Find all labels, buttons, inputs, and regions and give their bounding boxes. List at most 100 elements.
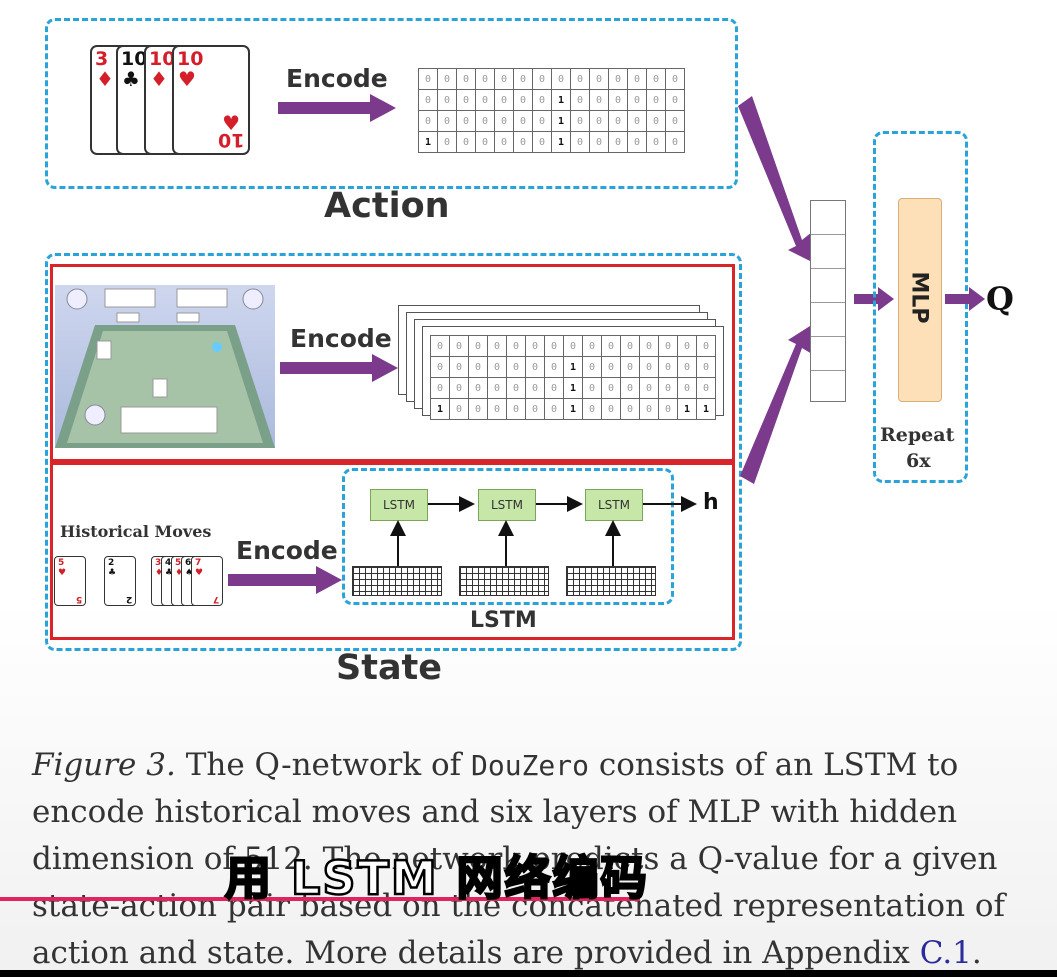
move-encoding	[352, 566, 442, 596]
matrix-cell: 0	[665, 89, 685, 111]
matrix-cell: 0	[532, 68, 552, 90]
card-rank: 10	[217, 129, 244, 151]
matrix-cell: 0	[677, 377, 697, 399]
card-rank: 10	[121, 48, 148, 70]
card-rank: 10	[149, 48, 176, 70]
action-card: 10♥♥10	[172, 45, 250, 155]
matrix-cell: 0	[544, 377, 564, 399]
matrix-cell: 0	[456, 110, 476, 132]
matrix-cell: 0	[449, 335, 469, 357]
matrix-cell: 0	[696, 356, 716, 378]
matrix-cell: 0	[456, 131, 476, 153]
matrix-cell: 0	[468, 335, 488, 357]
matrix-cell: 0	[513, 110, 533, 132]
matrix-cell: 0	[430, 356, 450, 378]
matrix-cell: 0	[475, 89, 495, 111]
card-rank: 10	[177, 48, 204, 70]
matrix-cell: 0	[487, 335, 507, 357]
matrix-cell: 0	[608, 89, 628, 111]
lstm-label: LSTM	[470, 608, 537, 633]
game-table-image	[55, 288, 275, 448]
matrix-cell: 0	[589, 89, 609, 111]
matrix-cell: 1	[430, 398, 450, 420]
matrix-cell: 0	[658, 356, 678, 378]
matrix-cell: 0	[456, 89, 476, 111]
history-encode-arrow	[228, 566, 342, 594]
matrix-cell: 0	[601, 377, 621, 399]
matrix-cell: 0	[475, 131, 495, 153]
matrix-cell: 0	[696, 335, 716, 357]
matrix-cell: 0	[468, 356, 488, 378]
matrix-cell: 0	[620, 356, 640, 378]
matrix-cell: 0	[658, 377, 678, 399]
matrix-cell: 0	[658, 398, 678, 420]
history-encode-label: Encode	[236, 536, 338, 565]
matrix-cell: 0	[582, 356, 602, 378]
matrix-cell: 1	[677, 398, 697, 420]
matrix-cell: 0	[430, 335, 450, 357]
video-subtitle: 用 LSTM 网络编码	[224, 850, 649, 907]
card-suit-icon: ♦	[150, 67, 168, 91]
matrix-cell: 0	[665, 110, 685, 132]
caption-end: .	[971, 935, 982, 971]
matrix-cell: 0	[601, 356, 621, 378]
history-card: 7♥7	[191, 556, 223, 606]
state-encode-arrow	[280, 354, 398, 382]
matrix-cell: 0	[646, 68, 666, 90]
lstm-box	[342, 468, 674, 605]
matrix-cell: 0	[589, 110, 609, 132]
mlp-repeat-box	[873, 131, 968, 483]
matrix-cell: 0	[677, 356, 697, 378]
matrix-cell: 0	[608, 131, 628, 153]
matrix-cell: 0	[582, 377, 602, 399]
matrix-cell: 0	[608, 110, 628, 132]
matrix-cell: 0	[506, 335, 526, 357]
card-suit-icon: ♥	[178, 67, 196, 91]
q-output-label: Q	[986, 280, 1014, 318]
matrix-cell: 0	[608, 68, 628, 90]
matrix-cell: 0	[551, 68, 571, 90]
game-state-box	[50, 264, 735, 462]
matrix-cell: 0	[639, 398, 659, 420]
matrix-cell: 0	[620, 398, 640, 420]
card-suit-icon: ♦	[96, 67, 114, 91]
matrix-cell: 0	[494, 68, 514, 90]
matrix-cell: 0	[430, 377, 450, 399]
matrix-cell: 0	[513, 131, 533, 153]
matrix-cell: 0	[468, 377, 488, 399]
lstm-arrows	[390, 496, 697, 566]
history-card: 5♥5	[54, 556, 86, 606]
caption-text-2: consists of an LSTM to encode historical…	[32, 747, 1006, 971]
matrix-cell: 0	[677, 335, 697, 357]
matrix-cell: 0	[570, 110, 590, 132]
card-suit-icon: ♥	[222, 111, 240, 135]
lstm-cell: LSTM	[478, 489, 536, 521]
matrix-cell: 0	[532, 89, 552, 111]
state-label: State	[336, 648, 443, 688]
matrix-cell: 0	[570, 89, 590, 111]
matrix-cell: 0	[696, 377, 716, 399]
matrix-cell: 1	[551, 110, 571, 132]
repeat-label: Repeat	[880, 424, 955, 446]
concat-arrows	[738, 96, 812, 484]
matrix-cell: 0	[525, 335, 545, 357]
matrix-cell: 0	[532, 131, 552, 153]
mlp-block: MLP	[898, 198, 942, 402]
card-suit-icon: ♣	[122, 67, 140, 91]
matrix-cell: 0	[475, 110, 495, 132]
mlp-to-q-arrow	[945, 287, 985, 311]
matrix-cell: 0	[582, 335, 602, 357]
matrix-cell: 1	[696, 398, 716, 420]
matrix-cell: 1	[563, 398, 583, 420]
caption-appendix-link[interactable]: C.1	[919, 935, 972, 971]
game-screenshot	[55, 285, 275, 448]
matrix-cell: 0	[487, 377, 507, 399]
matrix-cell: 0	[639, 377, 659, 399]
matrix-cell: 0	[532, 110, 552, 132]
matrix-cell: 0	[570, 131, 590, 153]
